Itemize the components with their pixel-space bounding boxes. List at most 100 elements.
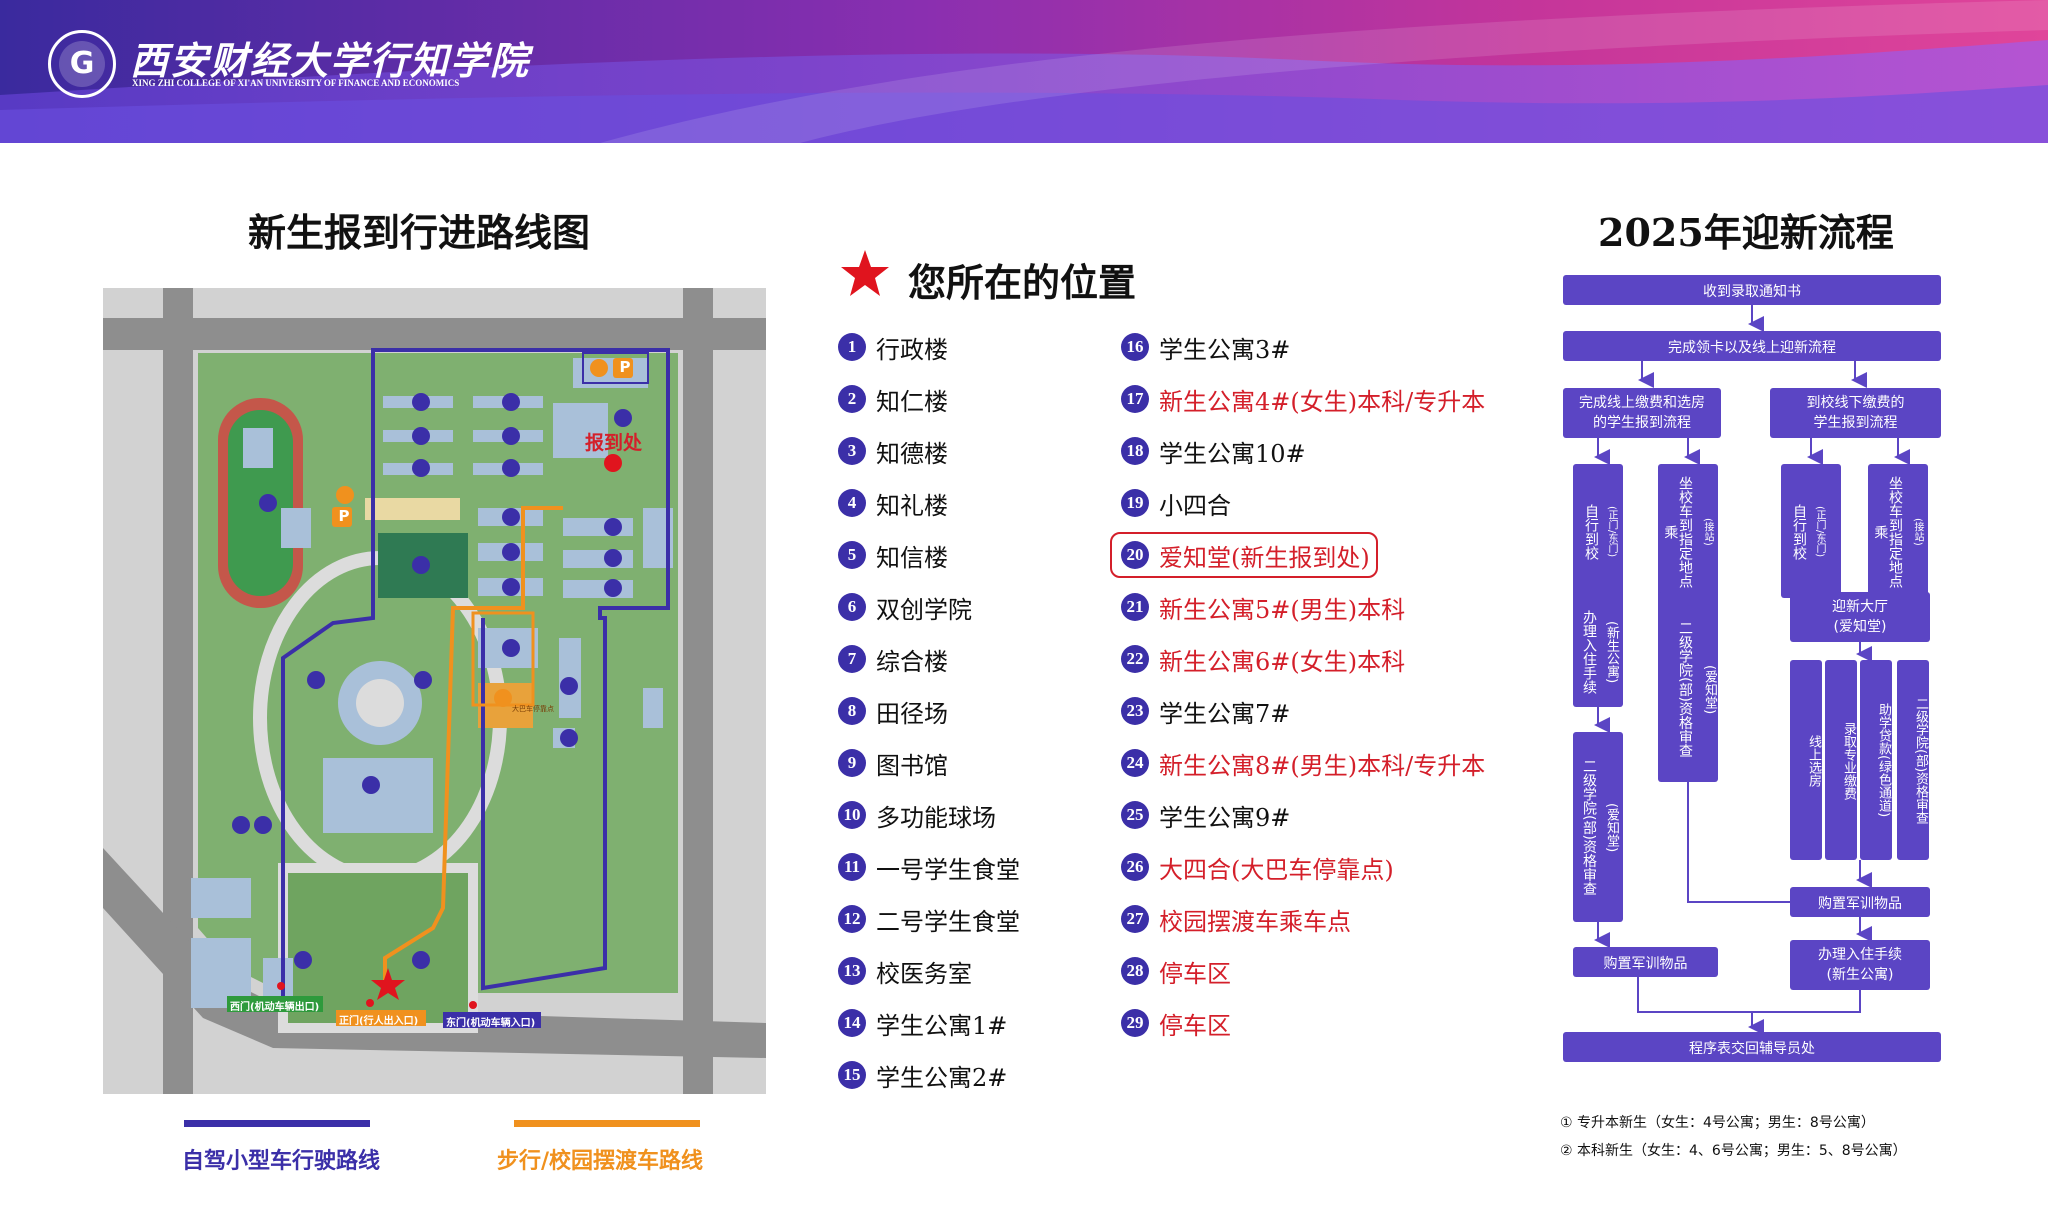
location-item: 1 行政楼 <box>838 329 948 365</box>
location-item: 28 停车区 <box>1121 953 1231 989</box>
location-name: 综合楼 <box>876 647 948 676</box>
walk-route-swatch <box>514 1120 700 1127</box>
checkin-highlight-box <box>1110 532 1378 578</box>
location-number-badge: 21 <box>1121 593 1149 621</box>
location-name: 小四合 <box>1159 491 1231 520</box>
location-item: 13 校医务室 <box>838 953 972 989</box>
location-name: 学生公寓7# <box>1159 699 1291 728</box>
location-number-badge: 23 <box>1121 697 1149 725</box>
location-item: 23 学生公寓7# <box>1121 693 1290 729</box>
flow-self-arrive-note: (正门/东门) <box>1606 506 1617 558</box>
flow-online-room: 线上选房 <box>1806 734 1821 787</box>
location-number-badge: 18 <box>1121 437 1149 465</box>
flow-qualification-note: (爱知堂) <box>1604 802 1619 853</box>
location-name: 新生公寓4#(女生)本科/专升本 <box>1159 387 1486 416</box>
flow-welcome-hall: 迎新大厅 <box>1832 599 1888 615</box>
flow-checkin-note: (新生公寓) <box>1604 620 1619 684</box>
location-name: 知礼楼 <box>876 491 948 520</box>
flow-checkin: 办理入住手续 <box>1818 947 1902 963</box>
location-item: 17 新生公寓4#(女生)本科/专升本 <box>1121 381 1485 417</box>
location-number-badge: 24 <box>1121 749 1149 777</box>
flow-welcome-hall: (爱知堂) <box>1833 619 1887 635</box>
location-number-badge: 15 <box>838 1061 866 1089</box>
checkin-map-label: 报到处 <box>585 432 643 454</box>
location-name: 一号学生食堂 <box>876 855 1020 884</box>
flow-fee-payment: 录取专业缴费 <box>1841 721 1856 800</box>
location-number-badge: 12 <box>838 905 866 933</box>
flow-step-receive-notice: 收到录取通知书 <box>1703 284 1801 300</box>
location-name: 田径场 <box>876 699 948 728</box>
location-number-badge: 14 <box>838 1009 866 1037</box>
location-name: 新生公寓8#(男生)本科/专升本 <box>1159 751 1486 780</box>
location-name: 停车区 <box>1159 959 1231 988</box>
location-item: 24 新生公寓8#(男生)本科/专升本 <box>1121 745 1485 781</box>
flow-student-loan: 助学贷款(绿色通道) <box>1876 703 1891 818</box>
gate-main: 正门(行人出入口) <box>339 1016 419 1027</box>
flow-checkin: (新生公寓) <box>1826 967 1894 983</box>
location-number-badge: 6 <box>838 593 866 621</box>
drive-route-swatch <box>184 1120 370 1127</box>
location-item: 14 学生公寓1# <box>838 1005 1007 1041</box>
here-label: 您所在的位置 <box>908 260 1137 305</box>
location-name: 停车区 <box>1159 1011 1231 1040</box>
college-name-cn: 西安财经大学行知学院 <box>130 38 531 83</box>
location-name: 学生公寓1# <box>876 1011 1008 1040</box>
flow-school-bus-note: (接站) <box>1702 518 1713 546</box>
location-name: 二号学生食堂 <box>876 907 1020 936</box>
college-name-en: XING ZHI COLLEGE OF XI'AN UNIVERSITY OF … <box>132 78 460 88</box>
location-number-badge: 19 <box>1121 489 1149 517</box>
location-item: 19 小四合 <box>1121 485 1231 521</box>
location-number-badge: 5 <box>838 541 866 569</box>
location-number-badge: 28 <box>1121 957 1149 985</box>
walk-route-legend: 步行/校园摆渡车路线 <box>497 1148 704 1174</box>
flow-return-form: 程序表交回辅导员处 <box>1689 1041 1815 1057</box>
parking-icon: P <box>619 358 631 376</box>
flow-school-bus: 坐校车到指定地点乘 <box>1662 476 1693 588</box>
bus-stop-map-label: 大巴车停靠点 <box>512 705 554 713</box>
note-upgrade: ① 专升本新生（女生：4号公寓；男生：8号公寓） <box>1560 1115 1875 1131</box>
location-number-badge: 17 <box>1121 385 1149 413</box>
parking-icon: P <box>338 507 350 525</box>
location-name: 新生公寓5#(男生)本科 <box>1159 595 1406 624</box>
location-name: 双创学院 <box>876 595 972 624</box>
location-number-badge: 29 <box>1121 1009 1149 1037</box>
college-logo: G <box>48 30 116 98</box>
location-name: 学生公寓2# <box>876 1063 1008 1092</box>
location-name: 学生公寓3# <box>1159 335 1291 364</box>
location-number-badge: 13 <box>838 957 866 985</box>
gate-east: 东门(机动车辆入口) <box>446 1018 536 1029</box>
location-number-badge: 20 <box>1121 541 1149 569</box>
location-name: 知信楼 <box>876 543 948 572</box>
welcome-flowchart <box>1563 275 1941 1062</box>
campus-map <box>103 288 766 1094</box>
gate-west: 西门(机动车辆出口) <box>230 1002 320 1013</box>
location-name: 行政楼 <box>876 335 948 364</box>
flow-qualification-check: 二级学院(部)资格审查 <box>1677 621 1693 758</box>
location-name: 校园摆渡车乘车点 <box>1159 907 1351 936</box>
location-number-badge: 7 <box>838 645 866 673</box>
flow-offline-branch: 到校线下缴费的 <box>1806 395 1905 411</box>
location-name: 多功能球场 <box>876 803 996 832</box>
location-number-badge: 3 <box>838 437 866 465</box>
location-number-badge: 10 <box>838 801 866 829</box>
location-number-badge: 1 <box>838 333 866 361</box>
location-item: 15 学生公寓2# <box>838 1057 1007 1093</box>
flow-self-arrive-note: (正门/东门) <box>1814 506 1825 558</box>
location-item: 22 新生公寓6#(女生)本科 <box>1121 641 1405 677</box>
flow-self-arrive: 自行到校 <box>1583 504 1599 560</box>
flow-school-bus-note: (接站) <box>1912 518 1923 546</box>
location-number-badge: 22 <box>1121 645 1149 673</box>
location-name: 校医务室 <box>876 959 972 988</box>
flow-step-online-process: 完成领卡以及线上迎新流程 <box>1668 340 1836 356</box>
flow-buy-training-gear: 购置军训物品 <box>1818 896 1902 912</box>
location-number-badge: 25 <box>1121 801 1149 829</box>
location-name: 新生公寓6#(女生)本科 <box>1159 647 1406 676</box>
logo-mark: G <box>59 41 105 87</box>
